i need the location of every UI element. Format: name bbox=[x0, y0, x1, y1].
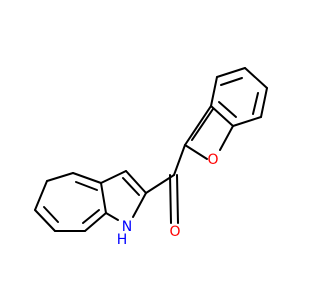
bond bbox=[169, 174, 172, 224]
bond bbox=[219, 125, 234, 151]
bond bbox=[75, 181, 98, 191]
bond bbox=[100, 182, 107, 214]
bond bbox=[82, 209, 100, 224]
molecule-canvas: O O N H bbox=[34, 67, 268, 248]
bond bbox=[218, 101, 237, 118]
bond bbox=[252, 92, 259, 115]
bond bbox=[100, 170, 127, 184]
carbonyl-linker bbox=[145, 144, 186, 224]
bond bbox=[43, 206, 59, 223]
bond bbox=[122, 177, 140, 196]
bond bbox=[34, 180, 48, 211]
bond bbox=[216, 67, 246, 78]
bond bbox=[34, 209, 56, 232]
bond bbox=[210, 105, 234, 127]
indole-pyrrole-ring bbox=[100, 170, 147, 221]
bond bbox=[210, 76, 218, 107]
bond bbox=[46, 172, 74, 182]
bond bbox=[244, 67, 268, 89]
bond bbox=[232, 116, 262, 127]
bond bbox=[220, 77, 243, 86]
indole-nh-hydrogen-label: H bbox=[117, 232, 128, 248]
bond bbox=[184, 144, 208, 160]
indole-nitrogen-label: N bbox=[122, 219, 132, 235]
benzofuran-benzene-ring bbox=[210, 67, 268, 127]
structure-drawing: O O N H bbox=[34, 67, 268, 248]
bond bbox=[84, 212, 107, 232]
bond bbox=[105, 212, 119, 221]
ring-oxygen-label: O bbox=[207, 152, 218, 168]
bond bbox=[132, 192, 147, 218]
indole-benzene-ring bbox=[34, 172, 107, 232]
bond bbox=[72, 172, 102, 184]
bond bbox=[260, 87, 268, 118]
bond bbox=[173, 144, 186, 176]
bond bbox=[191, 108, 214, 141]
carbonyl-oxygen-label: O bbox=[169, 224, 180, 240]
bond bbox=[125, 170, 147, 194]
bond bbox=[184, 105, 212, 146]
bond bbox=[176, 174, 179, 224]
furan-ring bbox=[184, 105, 234, 160]
